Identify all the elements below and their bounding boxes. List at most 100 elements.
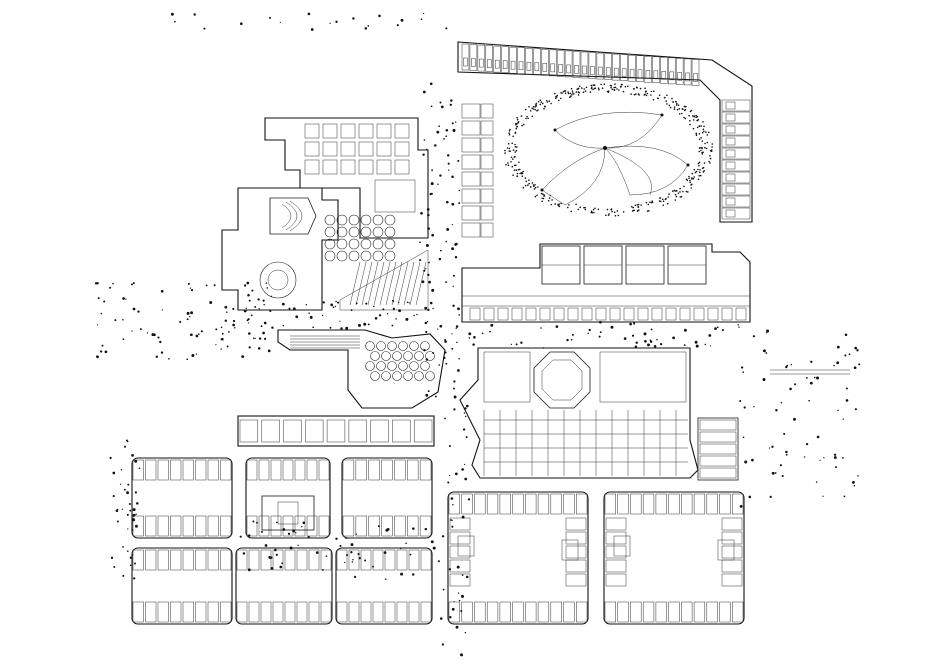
housing-unit [576,493,588,515]
tree-dot [452,304,455,308]
tree-dot [344,561,346,564]
tree-icon [392,371,402,381]
hedge-dot [696,126,699,129]
shop-bay [623,307,635,321]
hedge-dot [662,204,664,207]
hedge-dot [702,128,705,131]
row-house-unit [413,419,433,443]
hedge-dot [620,85,622,88]
tree-dot [132,513,136,517]
south-west-housing-block-5 [235,547,333,625]
tree-dot [610,325,614,329]
tree-dot [454,255,458,259]
tree-dot [335,20,338,23]
hedge-dot [679,187,681,190]
tree-dot [656,338,658,341]
housing-unit [721,99,751,112]
tree-dot [266,287,269,289]
unit-garden [613,67,619,77]
hedge-dot [522,186,525,189]
hedge-dot [592,84,594,86]
housing-unit [360,549,372,571]
housing-unit [170,459,182,481]
housing-unit [284,601,296,623]
wing [599,351,687,403]
tree-dot [424,306,428,310]
tree-dot [257,347,261,350]
housing-unit [563,601,575,623]
shop-bay [665,307,677,321]
tree-dot [456,341,458,344]
room [340,159,356,175]
tree-dot [813,376,816,379]
tree-dot [458,189,461,192]
south-east-housing-block-2 [603,491,745,625]
hedge-dot [590,211,593,214]
tree-dot [131,330,133,332]
hedge-dot [545,100,548,102]
tree-dot [430,182,434,186]
housing-unit [693,601,706,623]
tree-dot [438,257,442,261]
tree-dot [174,20,176,23]
tree-dot [123,488,126,491]
tree-dot [452,503,454,506]
tree-dot [458,357,460,360]
housing-unit [408,549,420,571]
housing-unit [565,517,587,531]
tree-dot [451,175,454,179]
housing-unit [320,549,332,571]
hedge-dot [649,201,651,204]
hedge-dot [676,102,678,105]
tree-dot [647,343,650,347]
tree-dot [385,528,389,532]
tree-dot [461,594,464,598]
courtyard-park [504,83,714,217]
hedge-dot [675,100,677,103]
housing-unit [407,459,419,481]
hedge-dot [514,151,516,153]
hedge-dot [514,146,517,148]
tree-dot [247,568,251,572]
housing-unit [675,58,684,85]
tree-dot [260,325,263,328]
housing-unit [550,493,562,515]
tree-dot [126,513,129,516]
central-atrium-building [459,347,699,479]
tree-dot [464,463,466,466]
room [376,123,392,139]
housing-unit [469,44,478,71]
hedge-dot [697,168,699,171]
hedge-dot [644,87,646,89]
tree-dot [742,436,745,439]
shop-bay [651,307,663,321]
tree-dot [844,333,848,337]
tree-dot [455,325,459,328]
shop-bay [707,307,719,321]
tree-dot [160,289,164,293]
tree-icon [372,238,384,250]
hedge-dot [701,151,703,154]
tree-dot [355,302,358,305]
tree-dot [789,387,792,391]
tree-dot [139,328,142,331]
unit-garden [574,65,579,74]
hedge-dot [706,141,709,144]
hedge-dot [701,167,704,170]
unit-garden [558,64,563,73]
hedge-dot [507,143,510,145]
tree-dot [122,319,124,321]
tree-dot [248,299,251,302]
tree-dot [833,364,835,367]
hedge-dot [691,183,693,186]
tree-dot [287,532,291,535]
tree-dot [465,404,469,408]
tree-icon [336,238,348,250]
tree-dot [312,326,315,329]
hedge-dot [678,108,681,110]
row-house-unit [305,419,324,443]
housing-unit [195,515,207,537]
tree-dot [127,528,129,530]
tree-dot [321,568,324,571]
tree-dot [132,518,136,522]
